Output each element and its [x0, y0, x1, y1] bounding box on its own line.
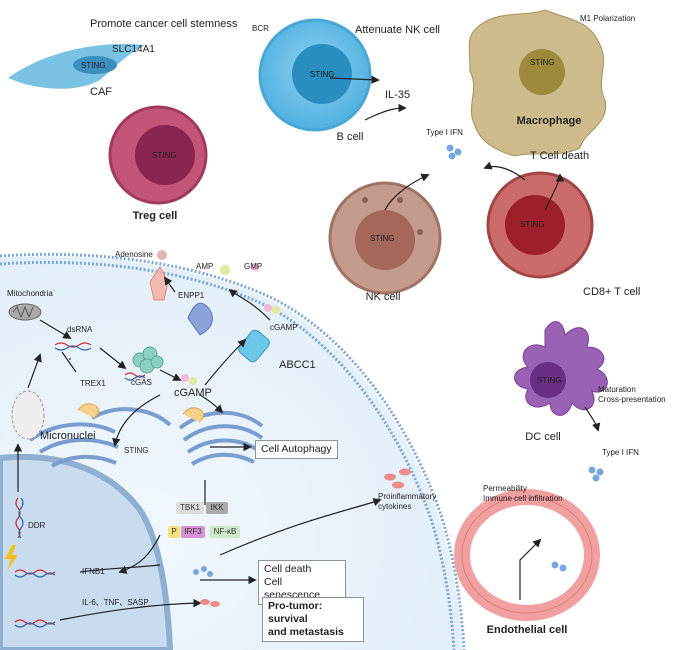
pro-tumor-label-1: Pro-tumor: survival — [268, 600, 323, 625]
endo-function-2-label: Immune cell infiltration — [483, 494, 563, 503]
cgamp-in-label: cGAMP — [174, 387, 212, 399]
b-function-label: Attenuate NK cell — [355, 24, 440, 36]
micronuclei-shape — [11, 390, 45, 440]
sting-er-label: STING — [124, 446, 149, 455]
endoplasmic-reticulum — [28, 407, 172, 468]
tumor-membrane-outer — [0, 252, 466, 650]
tumor-membrane-inner — [0, 260, 456, 650]
endothelial-label: Endothelial cell — [486, 624, 568, 636]
caf-cell — [8, 44, 145, 89]
enpp1-protein — [149, 266, 169, 301]
cgamp-molecules — [157, 250, 280, 385]
gmp-label: GMP — [244, 262, 263, 271]
dc-label: DC cell — [525, 431, 561, 443]
dc-cell — [514, 321, 608, 416]
nucleus — [0, 453, 174, 650]
abcc1-label: ABCC1 — [279, 359, 316, 371]
slc-label: SLC14A1 — [112, 44, 155, 55]
lightning-icon — [5, 545, 18, 571]
nk-label: NK cell — [365, 291, 401, 303]
nk-sting-label: STING — [370, 234, 395, 243]
caf-label: CAF — [90, 86, 112, 98]
macrophage-sting-label: STING — [530, 58, 555, 67]
nk-cell — [328, 181, 442, 295]
ddr-label: DDR — [28, 521, 46, 530]
proinflammatory-label-2: cytokines — [378, 502, 412, 511]
caf-function-label: Promote cancer cell stemness — [90, 18, 238, 30]
mitochondria-label: Mitochondria — [7, 289, 53, 298]
sting-er — [77, 403, 205, 423]
pro-tumor-box: Pro-tumor: survival and metastasis — [262, 597, 364, 642]
endothelial-vessel — [454, 489, 600, 621]
b-cell — [258, 18, 372, 132]
cytokine-dots — [193, 468, 411, 607]
treg-cell — [108, 105, 208, 205]
treg-label: Treg cell — [132, 210, 178, 222]
cgas-protein — [132, 346, 164, 374]
ikk-tag: IKK — [206, 502, 228, 514]
m1-label: M1 Polarization — [580, 14, 636, 23]
irf3-tag: IRF3 — [181, 526, 205, 538]
immune-arrows — [329, 75, 601, 600]
p-tag: P — [168, 526, 180, 538]
b-sting-label: STING — [310, 70, 335, 79]
dsrna-label: dsRNA — [67, 325, 93, 334]
treg-sting-label: STING — [152, 151, 177, 160]
amp-label: AMP — [196, 262, 214, 271]
endo-function-1-label: Permeability — [483, 484, 528, 493]
il35-label: IL-35 — [385, 89, 411, 101]
dc-sting-label: STING — [537, 376, 562, 385]
micronuclei-label: Micronuclei — [40, 430, 96, 442]
cd8-cell — [486, 171, 594, 279]
nucleus-dna-strands — [14, 497, 56, 628]
ifnb1-label: IFNB1 — [82, 567, 105, 576]
caf-sting-label: STING — [81, 61, 106, 70]
cd8-label: CD8+ T cell — [583, 286, 641, 298]
tbk1-tag: TBK1 — [176, 502, 204, 514]
cell-autophagy-box: Cell Autophagy — [255, 440, 338, 459]
il6-label: IL-6、TNF、SASP — [82, 598, 149, 607]
cell-death-label: Cell death — [264, 563, 312, 575]
macrophage-cell — [468, 9, 607, 157]
receptor-protein — [187, 302, 213, 336]
type1-ifn-top-label: Type I IFN — [426, 128, 463, 137]
proinflammatory-label-1: Proinflammatory — [378, 492, 437, 501]
trex1-label: TREX1 — [80, 379, 106, 388]
dsrna-strand — [54, 342, 146, 381]
dc-function-2-label: Cross-presentation — [598, 395, 666, 404]
cd8-sting-label: STING — [520, 220, 545, 229]
cgamp-out-label: cGAMP — [270, 323, 298, 332]
golgi-apparatus — [178, 410, 264, 466]
dc-function-1-label: Maturation — [598, 385, 636, 394]
tumor-cell — [0, 252, 466, 650]
tumor-pathway-arrows — [13, 276, 382, 621]
nfkb-tag: NF-κB — [210, 526, 240, 538]
mitochondria-shape — [8, 303, 42, 321]
macrophage-label: Macrophage — [516, 115, 582, 127]
ifn-dots — [446, 144, 604, 572]
enpp1-label: ENPP1 — [178, 291, 205, 300]
pro-tumor-label-2: and metastasis — [268, 626, 344, 638]
adenosine-label: Adenosine — [115, 250, 153, 259]
b-cell-label: B cell — [336, 131, 364, 143]
bcr-label: BCR — [252, 24, 269, 33]
type1-ifn-dc-label: Type I IFN — [602, 448, 639, 457]
tcell-death-label: T Cell death — [530, 150, 590, 162]
cgas-label: cGAS — [131, 378, 152, 387]
